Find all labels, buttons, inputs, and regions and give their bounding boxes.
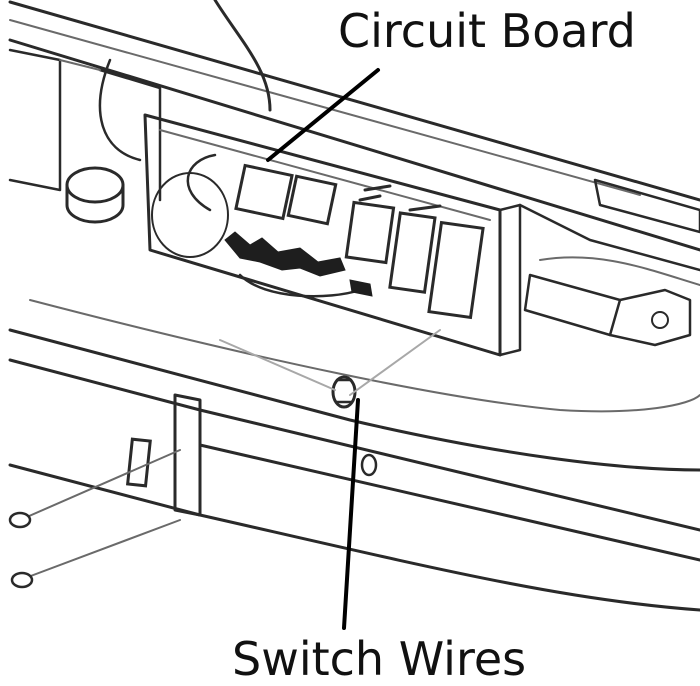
mounting-bracket	[8, 0, 272, 202]
switch-wires-label: Switch Wires	[232, 632, 527, 686]
circuit-board-leader	[266, 68, 380, 162]
motor-panel	[143, 113, 700, 357]
rail-bracket	[125, 393, 202, 517]
upper-rail	[8, 0, 700, 252]
lower-rail	[8, 299, 700, 612]
circuit-board-label: Circuit Board	[338, 4, 636, 58]
mounting-screws	[8, 449, 181, 589]
circuit-board	[186, 153, 485, 320]
side-clamp	[523, 256, 700, 347]
switch-wires-leader	[342, 398, 360, 630]
switch-fastener	[219, 329, 441, 477]
